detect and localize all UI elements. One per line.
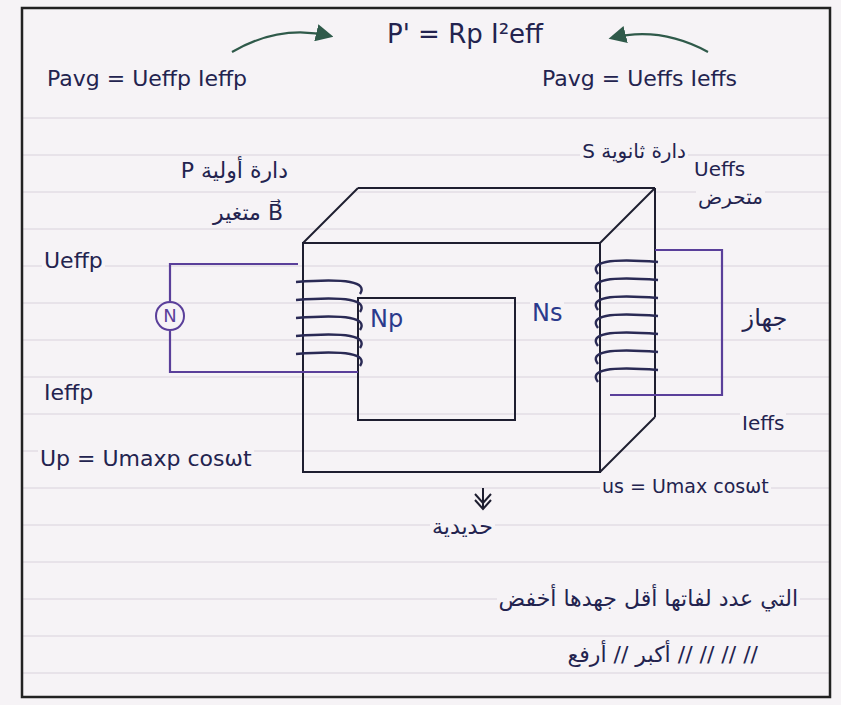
label-text: دارة أولية P xyxy=(179,158,290,183)
label-text: Np xyxy=(368,306,405,334)
core-arrow xyxy=(475,488,491,509)
label-text: us = Umax cosωt xyxy=(600,476,771,498)
device-box: جهاز xyxy=(739,298,792,338)
label-text: // // // // أكبر // أرفع xyxy=(566,642,760,667)
label-text: Ieffp xyxy=(42,380,95,405)
label-text: Up = Umaxp cosωt xyxy=(38,446,254,471)
label-text: Ieffs xyxy=(740,412,786,435)
secondary-coil xyxy=(596,261,658,383)
label-text: دارة ثانوية S xyxy=(580,140,688,163)
label-text: B⃗ متغير xyxy=(211,200,285,225)
label-text: التي عدد لفاتها أقل جهدها أخفض xyxy=(497,586,800,611)
label-text: Pavg = Ueffs Ieffs xyxy=(540,66,739,91)
ruled-lines xyxy=(22,118,830,673)
generator-symbol: N xyxy=(155,301,185,331)
primary-coil xyxy=(296,281,362,367)
label-text: P' = Rp I²eff xyxy=(385,20,545,50)
label-text: Ueffp xyxy=(42,248,105,273)
node-text: جهاز xyxy=(743,305,788,331)
node-text: N xyxy=(163,306,176,326)
label-text: حديدية xyxy=(430,514,495,539)
iron-core xyxy=(303,188,655,472)
label-text: Ueffs xyxy=(692,158,747,181)
label-text: Ns xyxy=(530,300,564,328)
label-text: متحرض xyxy=(696,186,765,209)
circuit-wires xyxy=(170,250,722,395)
page-border xyxy=(22,8,830,697)
label-text: Pavg = Ueffp Ieffp xyxy=(45,66,249,91)
